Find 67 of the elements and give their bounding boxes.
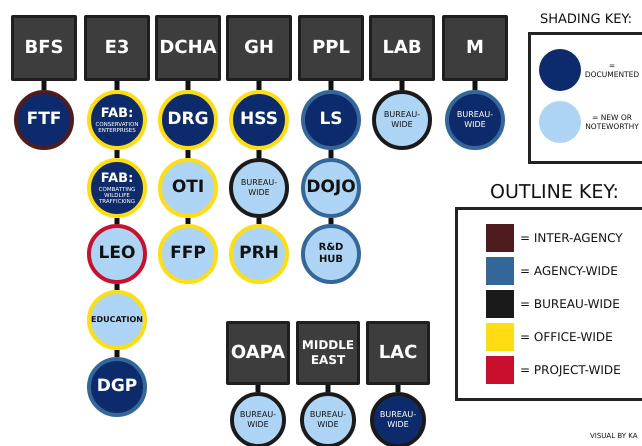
unit-name: GH [243, 36, 275, 60]
unit-name: MIDDLE EAST [300, 338, 356, 368]
unit-name: DCHA [158, 36, 218, 60]
legend-text: = OFFICE-WIDE [520, 329, 613, 346]
unit-name: PRH [238, 243, 280, 265]
bureau-box [11, 15, 77, 81]
connector-line [186, 81, 190, 90]
connector-line [186, 218, 190, 224]
connector-line [256, 218, 262, 224]
bureau-box [369, 15, 435, 81]
bureau-box [298, 15, 364, 81]
key-title: OUTLINE KEY: [490, 180, 619, 205]
unit-name: DOJO [305, 177, 357, 199]
connector-line [114, 284, 120, 290]
unit-name: OAPA [230, 342, 286, 364]
connector-line [114, 150, 120, 158]
key-title: SHADING KEY: [540, 11, 632, 29]
unit-name: BFS [24, 36, 64, 60]
connector-line [186, 150, 190, 158]
legend-text: = BUREAU-WIDE [520, 296, 620, 313]
connector-line [256, 81, 262, 90]
connector-line [396, 385, 400, 392]
unit-name: FTF [26, 109, 62, 131]
unit-name: BUREAU-WIDE [456, 110, 494, 130]
unit-name: BUREAU-WIDE [308, 410, 348, 430]
unit-name: BUREAU-WIDE [382, 110, 422, 130]
connector-line [328, 81, 334, 90]
connector-line [256, 150, 262, 158]
unit-name: DRG [166, 109, 210, 131]
unit-name: EDUCATION [90, 315, 144, 325]
unit-name: FAB: [100, 170, 134, 186]
bureau-box [296, 321, 360, 385]
bureau-box [155, 15, 221, 81]
unit-name: LAC [378, 342, 418, 364]
unit-name: DGP [96, 376, 138, 398]
bureau-box [226, 15, 292, 81]
connector-line [328, 218, 334, 224]
connector-line [114, 350, 120, 357]
bureau-box [366, 321, 430, 385]
connector-line [400, 81, 404, 90]
bureau-box [226, 321, 290, 385]
connector-line [114, 81, 120, 90]
unit-name: R&D HUB [318, 242, 344, 266]
unit-name: FFP [169, 243, 207, 265]
unit-name: BUREAU-WIDE [238, 410, 278, 430]
unit-name: FAB: [100, 106, 134, 122]
legend-text: = PROJECT-WIDE [520, 362, 621, 379]
unit-name: LAB [381, 36, 423, 60]
connector-line [114, 218, 120, 224]
connector-line [326, 385, 330, 392]
unit-name: LS [318, 109, 344, 131]
unit-name: M [465, 36, 485, 60]
bureau-box [442, 15, 508, 81]
unit-name: BUREAU-WIDE [378, 410, 418, 430]
connector-line [256, 385, 260, 392]
unit-name: E3 [104, 36, 130, 60]
legend-text: = AGENCY-WIDE [520, 263, 618, 280]
unit-name: LEO [98, 243, 136, 265]
connector-line [42, 81, 46, 90]
connector-line [472, 81, 478, 90]
unit-name: PPL [311, 36, 351, 60]
legend-text: = INTER-AGENCY [520, 230, 623, 247]
unit-name: BUREAU-WIDE [240, 178, 278, 198]
unit-name: HSS [239, 109, 279, 131]
unit-name: OTI [170, 177, 206, 199]
connector-line [328, 150, 334, 158]
bureau-box [84, 15, 150, 81]
